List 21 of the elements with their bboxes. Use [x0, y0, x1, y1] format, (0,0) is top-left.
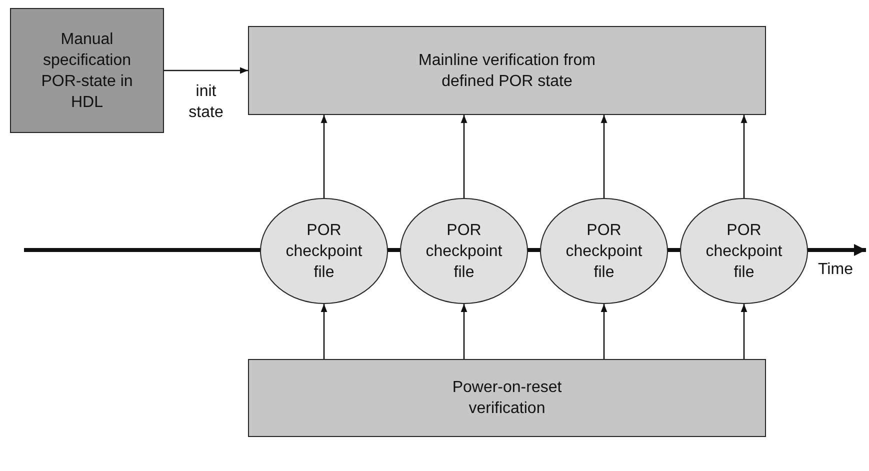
- node-text: Power-on-reset verification: [451, 378, 563, 419]
- process-box: [248, 359, 766, 437]
- axis-label: Time: [818, 261, 853, 279]
- arrow: [600, 304, 608, 359]
- arrow: [320, 115, 328, 198]
- arrow: [600, 115, 608, 198]
- arrow: [740, 304, 748, 359]
- node-text: POR checkpoint file: [424, 220, 504, 282]
- process-box: [248, 26, 766, 115]
- arrow: [320, 304, 328, 359]
- arrow: [460, 304, 468, 359]
- process-box: [10, 8, 164, 133]
- node-text: POR checkpoint file: [704, 220, 784, 282]
- node-text: Mainline verification from defined POR state: [418, 50, 596, 92]
- node-text: POR checkpoint file: [564, 220, 644, 282]
- arrow: [460, 115, 468, 198]
- node-text: POR checkpoint file: [284, 220, 364, 282]
- arrow: [740, 115, 748, 198]
- arrow: [164, 67, 248, 74]
- node-text: Manual specification POR-state in HDL: [40, 30, 134, 112]
- edge-label: init state: [188, 82, 224, 122]
